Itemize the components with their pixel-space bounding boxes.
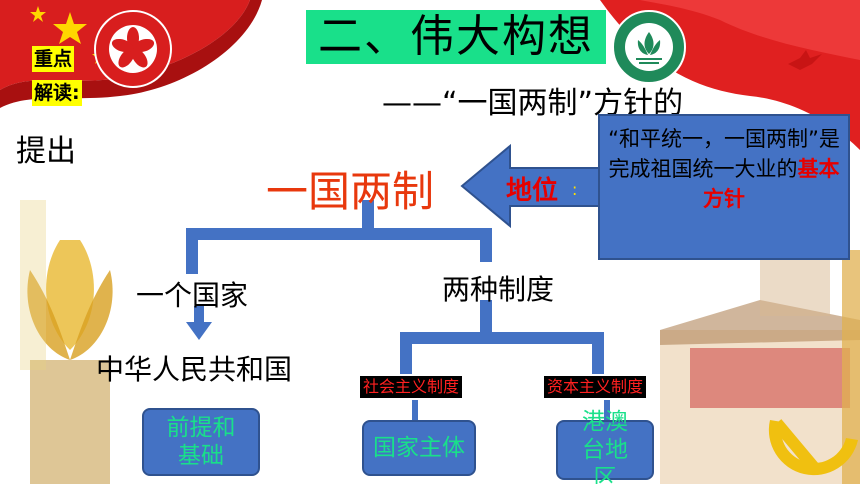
root-bar [186,228,492,240]
badge-key-point: 重点 [32,46,75,72]
right-branch-bar [400,332,604,344]
right-sub1-stem [400,332,412,374]
box-premise-foundation: 前提和基础 [142,408,260,476]
root-node: 一国两制 [266,167,435,216]
left-leaf-stem [194,306,204,324]
left-stem [186,228,198,274]
badge-interpretation: 解读: [32,80,82,106]
macau-emblem-icon [612,10,686,84]
right-sub2-drop [604,400,610,422]
page-title: 二、伟大构想 [306,10,606,64]
left-leaf-arrowhead [186,322,212,340]
golden-bauhinia-icon [20,200,113,484]
left-leaf-label: 中华人民共和国 [96,353,293,386]
box-hk-macau-taiwan: 港澳台地区 [556,409,654,484]
right-branch-stem [480,300,492,340]
hong-kong-emblem-icon [94,10,172,88]
position-label: 地位 [506,176,559,206]
right-stem [480,228,492,262]
box-main-body: 国家主体 [362,420,476,476]
root-stem [362,200,374,236]
position-text: “和平统一，一国两制”是完成祖国统一大业的 [608,127,840,181]
position-highlight: 基本方针 [703,157,840,211]
subtitle-continuation: 提出 [16,134,76,169]
hammer-sickle-icon [768,419,858,476]
position-colon: : [572,180,578,199]
dove-icon [788,50,822,70]
right-sub-socialist: 社会主义制度 [360,376,463,398]
tiananmen-icon [660,256,860,484]
right-sub2-stem [592,332,604,374]
left-branch-label: 一个国家 [136,279,249,312]
right-sub-capitalist: 资本主义制度 [544,376,647,398]
right-sub1-drop [412,400,418,422]
right-branch-label: 两种制度 [442,273,555,306]
position-box: “和平统一，一国两制”是完成祖国统一大业的基本方针 [598,114,850,260]
